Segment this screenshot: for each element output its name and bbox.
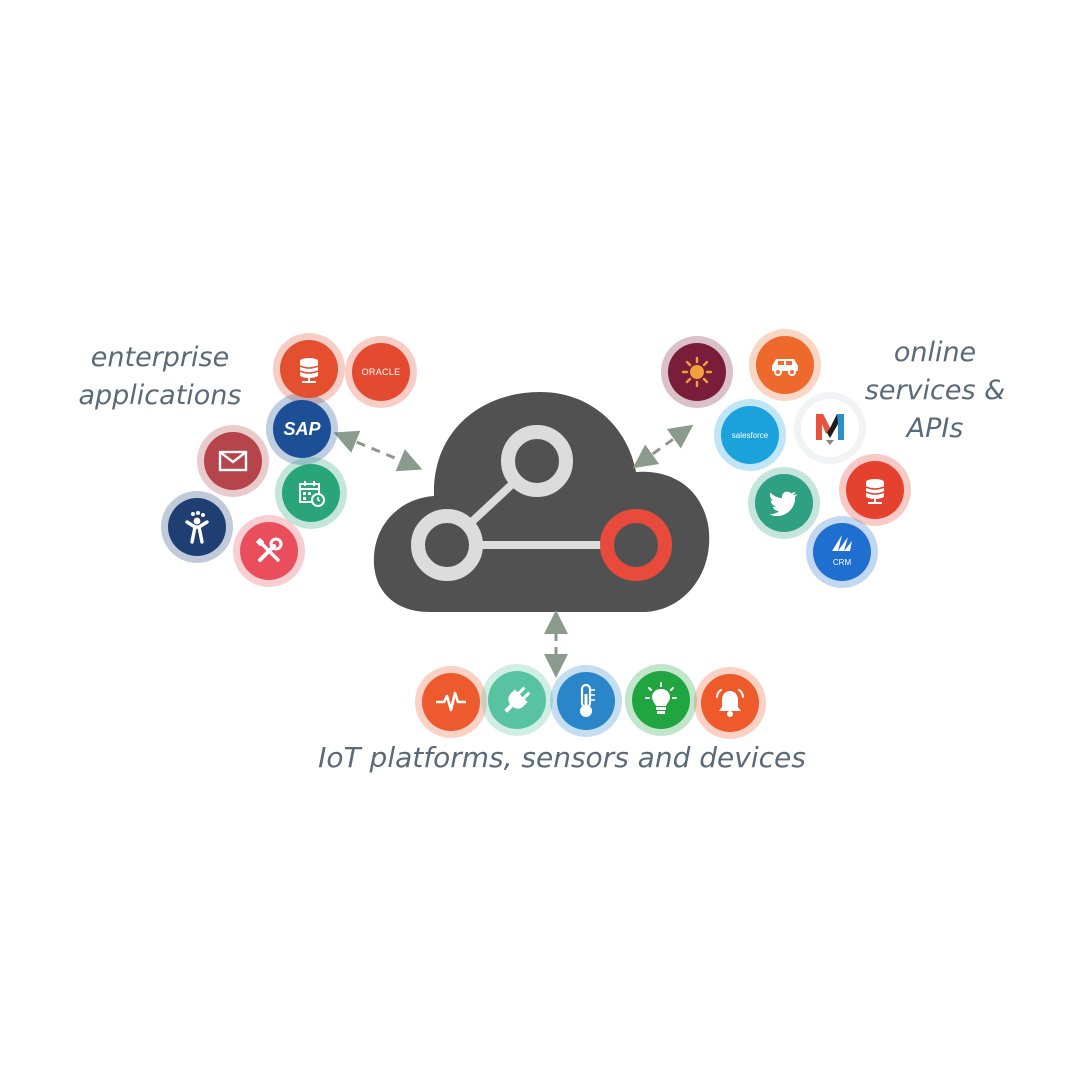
lightbulb-icon [625, 664, 697, 736]
database-icon [273, 333, 345, 405]
mail-icon [197, 425, 269, 497]
iot-devices-label: IoT platforms, sensors and devices [318, 741, 806, 774]
pulse-icon [415, 666, 487, 738]
twitter-icon [748, 467, 820, 539]
tools-icon [233, 515, 305, 587]
jira-icon [161, 491, 233, 563]
thermometer-icon [550, 665, 622, 737]
car-icon [749, 329, 821, 401]
crm-icon: CRM [806, 516, 878, 588]
salesforce-icon: salesforce [714, 399, 786, 471]
arrow-enterprise [333, 430, 423, 472]
plug-icon [481, 664, 553, 736]
online-services-label: online services & APIs [864, 337, 1006, 444]
cloud-shape [373, 392, 710, 612]
graph-node-top [501, 425, 573, 497]
sun-icon [661, 336, 733, 408]
graph-node-accent [600, 509, 672, 581]
sap-icon: SAP [266, 393, 338, 465]
marketo-icon [794, 392, 866, 464]
oracle-icon: ORACLE [345, 336, 417, 408]
bell-icon [694, 667, 766, 739]
graph-node-left [411, 509, 483, 581]
calendar-icon [275, 457, 347, 529]
enterprise-applications-label: enterprise applications [78, 342, 242, 411]
arrow-online [632, 424, 694, 469]
database-icon [839, 454, 911, 526]
cloud-network-graph [411, 425, 672, 581]
